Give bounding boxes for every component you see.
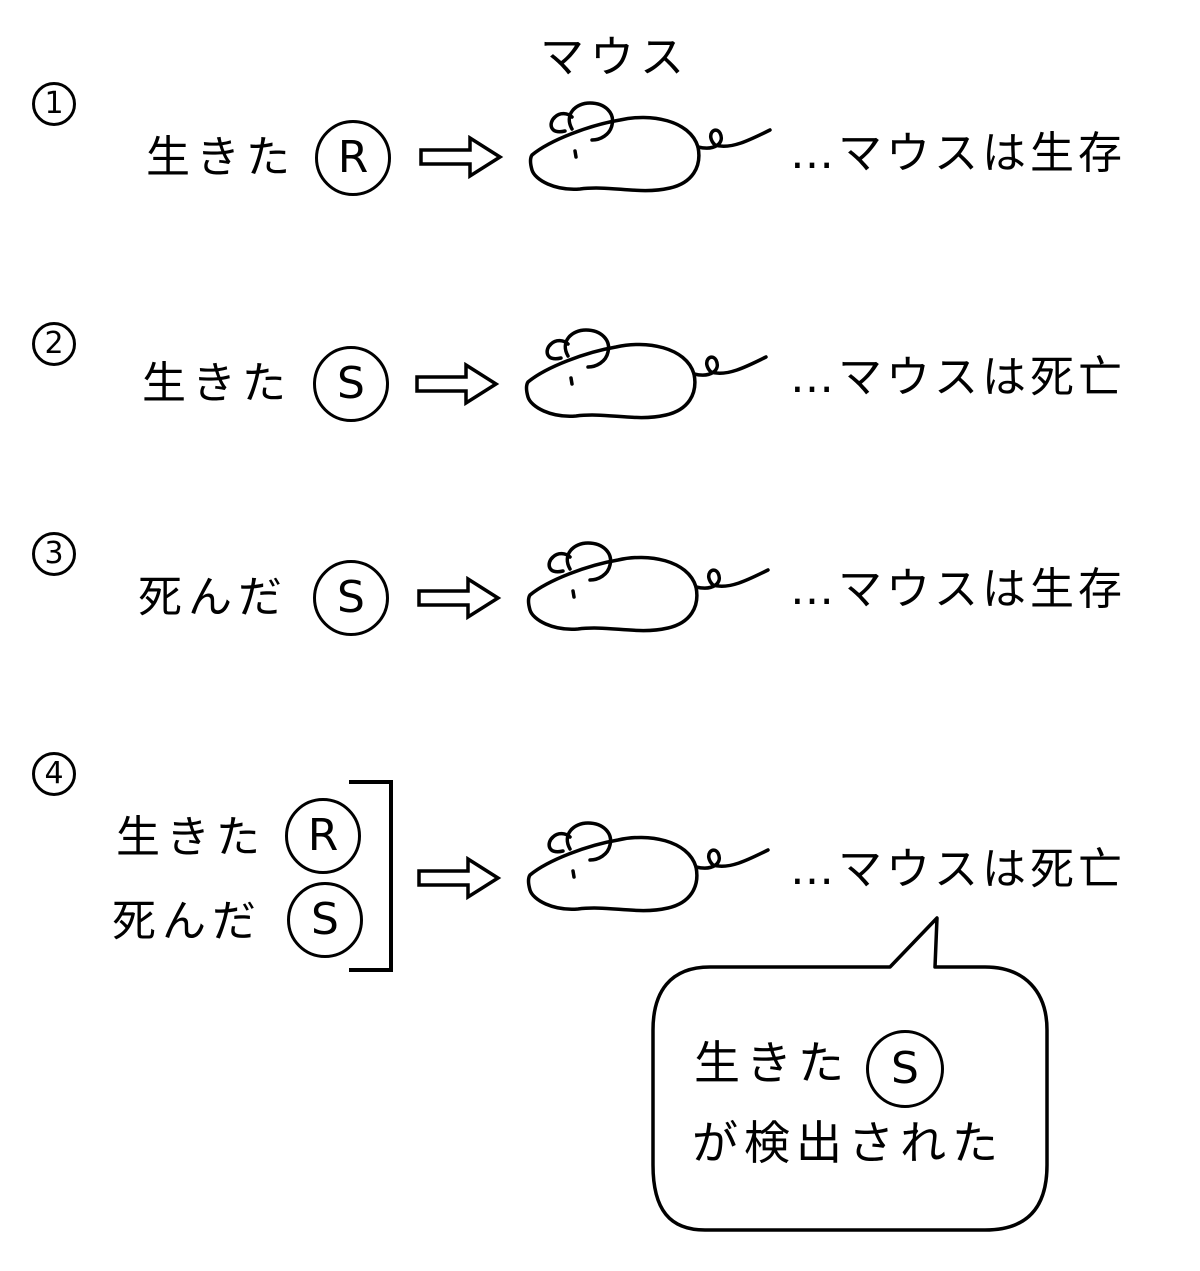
- state-label: 死んだ: [112, 896, 262, 947]
- result-text: …マウスは死亡: [790, 352, 1126, 403]
- mouse-icon: [526, 821, 770, 913]
- bacteria-circle: R: [285, 798, 361, 874]
- row-number-3: 3: [32, 532, 76, 576]
- state-label: 生きた: [142, 358, 292, 409]
- callout-detected: が検出された: [692, 1116, 1004, 1170]
- result-text: …マウスは死亡: [790, 844, 1126, 895]
- row-number-4: 4: [32, 752, 76, 796]
- bacteria-circle: S: [313, 560, 389, 636]
- bacteria-circle: S: [287, 882, 363, 958]
- bacteria-circle: R: [315, 120, 391, 196]
- arrow-icon: [417, 857, 500, 899]
- result-text: …マウスは生存: [790, 564, 1126, 615]
- bacteria-circle: S: [866, 1030, 944, 1108]
- state-label: 生きた: [146, 132, 296, 183]
- mouse-icon: [528, 101, 772, 193]
- mouse-label: マウス: [540, 32, 690, 83]
- speech-bubble: [651, 916, 1049, 1232]
- result-text: …マウスは生存: [790, 128, 1126, 179]
- arrow-icon: [417, 577, 500, 619]
- arrow-icon: [415, 363, 498, 405]
- bracket: [349, 780, 393, 972]
- bacteria-circle: S: [313, 346, 389, 422]
- callout-state: 生きた: [694, 1036, 850, 1090]
- state-label: 死んだ: [138, 572, 288, 623]
- row-number-2: 2: [32, 322, 76, 366]
- state-label: 生きた: [116, 812, 266, 863]
- mouse-icon: [526, 541, 770, 633]
- mouse-icon: [524, 328, 768, 420]
- arrow-icon: [419, 136, 502, 178]
- row-number-1: 1: [32, 82, 76, 126]
